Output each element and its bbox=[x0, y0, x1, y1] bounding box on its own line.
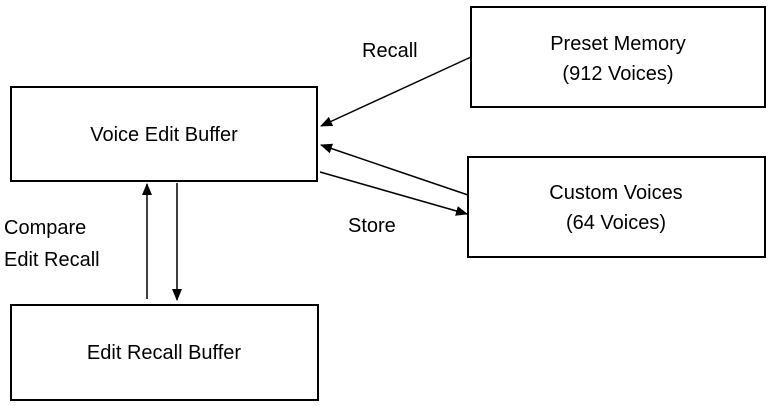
preset-memory-box: Preset Memory (912 Voices) bbox=[470, 6, 766, 108]
preset-memory-count: (912 Voices) bbox=[562, 63, 673, 85]
edit-recall-buffer-box: Edit Recall Buffer bbox=[10, 304, 319, 401]
custom-voices-title: Custom Voices bbox=[549, 182, 682, 204]
custom-voices-count: (64 Voices) bbox=[566, 212, 666, 234]
custom-voices-box: Custom Voices (64 Voices) bbox=[467, 156, 766, 258]
compare-label: Compare bbox=[4, 217, 86, 239]
voice-edit-buffer-box: Voice Edit Buffer bbox=[10, 86, 318, 182]
preset-memory-title: Preset Memory bbox=[550, 33, 686, 55]
load-from-custom-arrow bbox=[320, 143, 469, 196]
recall-label: Recall bbox=[362, 40, 418, 62]
edit-recall-label: Edit Recall bbox=[4, 249, 100, 271]
store-label: Store bbox=[348, 215, 396, 237]
store-arrow bbox=[319, 171, 468, 216]
edit-recall-buffer-title: Edit Recall Buffer bbox=[87, 342, 241, 364]
recall-arrow bbox=[320, 56, 472, 127]
voice-edit-buffer-title: Voice Edit Buffer bbox=[90, 124, 238, 146]
